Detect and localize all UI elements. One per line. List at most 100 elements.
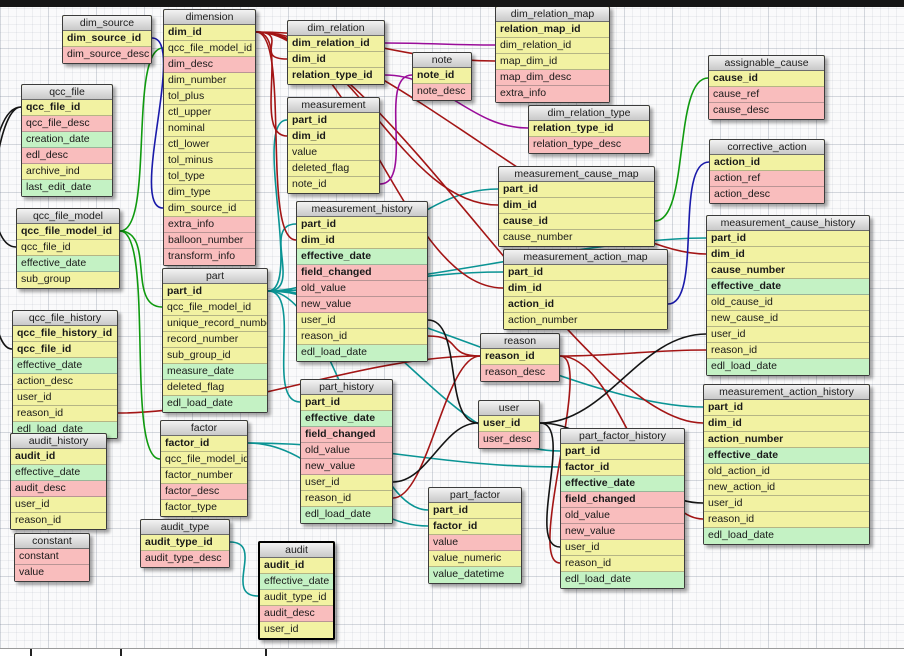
table-title[interactable]: dim_relation_type (529, 106, 649, 121)
field-action_ref[interactable]: action_ref (710, 171, 824, 187)
field-new_action_id[interactable]: new_action_id (704, 480, 869, 496)
field-field_changed[interactable]: field_changed (301, 427, 392, 443)
field-relation_type_desc[interactable]: relation_type_desc (529, 137, 649, 153)
field-qcc_file_history_id[interactable]: qcc_file_history_id (13, 326, 117, 342)
field-qcc_file_model_id[interactable]: qcc_file_model_id (164, 41, 255, 57)
field-qcc_file_id[interactable]: qcc_file_id (13, 342, 117, 358)
field-note_desc[interactable]: note_desc (413, 84, 471, 100)
field-note_id[interactable]: note_id (413, 68, 471, 84)
table-title[interactable]: measurement_cause_history (707, 216, 869, 231)
field-edl_desc[interactable]: edl_desc (22, 148, 112, 164)
field-value[interactable]: value (15, 565, 89, 581)
field-tol_minus[interactable]: tol_minus (164, 153, 255, 169)
table-title[interactable]: dim_relation (288, 21, 384, 36)
bottom-scroll-strip[interactable] (0, 648, 904, 659)
table-title[interactable]: measurement_action_map (504, 250, 667, 265)
field-relation_type_id[interactable]: relation_type_id (288, 68, 384, 84)
field-ctl_lower[interactable]: ctl_lower (164, 137, 255, 153)
field-new_value[interactable]: new_value (561, 524, 684, 540)
table-title[interactable]: assignable_cause (709, 56, 824, 71)
field-part_id[interactable]: part_id (163, 284, 267, 300)
field-user_desc[interactable]: user_desc (479, 432, 539, 448)
field-extra_info[interactable]: extra_info (164, 217, 255, 233)
field-ctl_upper[interactable]: ctl_upper (164, 105, 255, 121)
field-part_id[interactable]: part_id (707, 231, 869, 247)
field-effective_date[interactable]: effective_date (561, 476, 684, 492)
field-part_id[interactable]: part_id (288, 113, 379, 129)
field-effective_date[interactable]: effective_date (11, 465, 106, 481)
field-reason_id[interactable]: reason_id (561, 556, 684, 572)
field-note_id[interactable]: note_id (288, 177, 379, 193)
field-balloon_number[interactable]: balloon_number (164, 233, 255, 249)
field-old_value[interactable]: old_value (301, 443, 392, 459)
table-title[interactable]: qcc_file_model (17, 209, 119, 224)
field-unique_record_number[interactable]: unique_record_number (163, 316, 267, 332)
table-title[interactable]: qcc_file (22, 85, 112, 100)
field-value_datetime[interactable]: value_datetime (429, 567, 521, 583)
field-tol_type[interactable]: tol_type (164, 169, 255, 185)
field-map_dim_id[interactable]: map_dim_id (496, 54, 609, 70)
field-factor_id[interactable]: factor_id (429, 519, 521, 535)
field-cause_id[interactable]: cause_id (709, 71, 824, 87)
field-reason_id[interactable]: reason_id (481, 349, 559, 365)
field-old_cause_id[interactable]: old_cause_id (707, 295, 869, 311)
field-dim_number[interactable]: dim_number (164, 73, 255, 89)
field-part_id[interactable]: part_id (561, 444, 684, 460)
field-dim_id[interactable]: dim_id (297, 233, 427, 249)
field-deleted_flag[interactable]: deleted_flag (288, 161, 379, 177)
field-map_dim_desc[interactable]: map_dim_desc (496, 70, 609, 86)
field-user_id[interactable]: user_id (479, 416, 539, 432)
field-dim_relation_id[interactable]: dim_relation_id (288, 36, 384, 52)
field-reason_id[interactable]: reason_id (13, 406, 117, 422)
table-title[interactable]: part_factor_history (561, 429, 684, 444)
field-qcc_file_id[interactable]: qcc_file_id (17, 240, 119, 256)
table-title[interactable]: audit_type (141, 520, 229, 535)
field-effective_date[interactable]: effective_date (704, 448, 869, 464)
field-edl_load_date[interactable]: edl_load_date (561, 572, 684, 588)
field-edl_load_date[interactable]: edl_load_date (704, 528, 869, 544)
field-measure_date[interactable]: measure_date (163, 364, 267, 380)
field-sub_group[interactable]: sub_group (17, 272, 119, 288)
field-reason_id[interactable]: reason_id (297, 329, 427, 345)
field-audit_desc[interactable]: audit_desc (11, 481, 106, 497)
field-qcc_file_model_id[interactable]: qcc_file_model_id (161, 452, 247, 468)
field-factor_type[interactable]: factor_type (161, 500, 247, 516)
table-title[interactable]: audit_history (11, 434, 106, 449)
field-new_value[interactable]: new_value (301, 459, 392, 475)
field-new_value[interactable]: new_value (297, 297, 427, 313)
field-field_changed[interactable]: field_changed (297, 265, 427, 281)
field-action_id[interactable]: action_id (710, 155, 824, 171)
field-last_edit_date[interactable]: last_edit_date (22, 180, 112, 196)
field-part_id[interactable]: part_id (704, 400, 869, 416)
field-action_id[interactable]: action_id (504, 297, 667, 313)
field-relation_map_id[interactable]: relation_map_id (496, 22, 609, 38)
field-dim_source_id[interactable]: dim_source_id (164, 201, 255, 217)
field-reason_desc[interactable]: reason_desc (481, 365, 559, 381)
field-dim_id[interactable]: dim_id (499, 198, 654, 214)
field-dim_id[interactable]: dim_id (164, 25, 255, 41)
table-title[interactable]: qcc_file_history (13, 311, 117, 326)
field-audit_id[interactable]: audit_id (11, 449, 106, 465)
field-audit_id[interactable]: audit_id (260, 558, 333, 574)
table-title[interactable]: part (163, 269, 267, 284)
field-user_id[interactable]: user_id (297, 313, 427, 329)
field-edl_load_date[interactable]: edl_load_date (163, 396, 267, 412)
field-dim_relation_id[interactable]: dim_relation_id (496, 38, 609, 54)
field-user_id[interactable]: user_id (301, 475, 392, 491)
field-audit_type_desc[interactable]: audit_type_desc (141, 551, 229, 567)
